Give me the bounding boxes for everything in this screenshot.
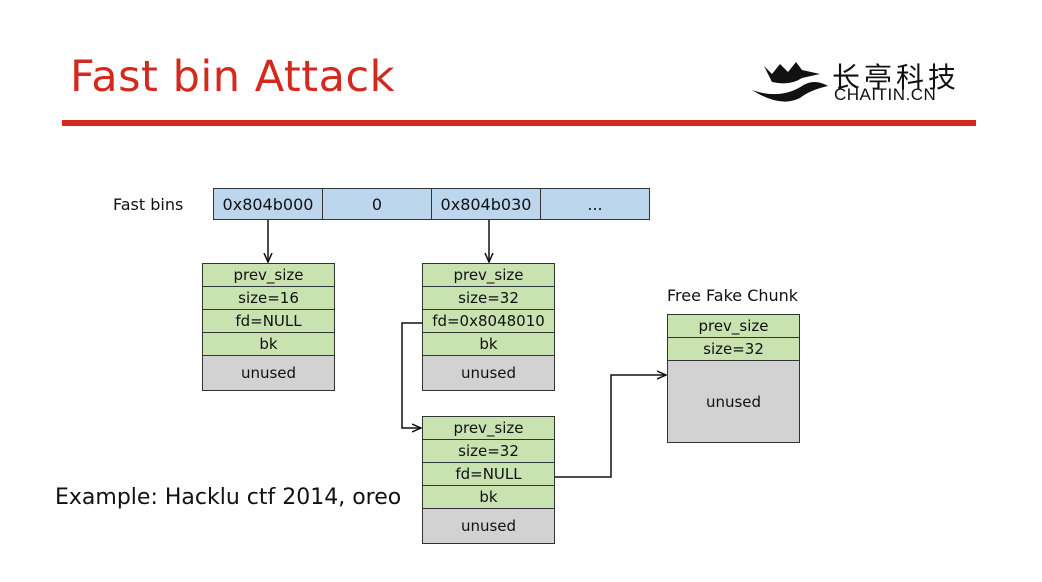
chunk-field: size=32 [667, 337, 800, 361]
logo-chinese-name: 长亭科技 [832, 61, 961, 94]
chunk-field: unused [202, 355, 335, 391]
fast-bins-label: Fast bins [113, 195, 184, 214]
chunk-c: prev_size size=32 fd=NULL bk unused [422, 416, 555, 544]
chunk-a: prev_size size=16 fd=NULL bk unused [202, 263, 335, 391]
fast-bins-array: 0x804b000 0 0x804b030 ... [213, 188, 650, 220]
chunk-field: unused [422, 508, 555, 544]
fast-bin-cell: 0x804b000 [213, 188, 323, 220]
title-underline [62, 120, 976, 126]
fast-bin-cell: 0 [322, 188, 432, 220]
fake-chunk: prev_size size=32 unused [667, 314, 800, 443]
logo-domain: CHAITIN.CN [834, 85, 937, 104]
chunk-field: bk [422, 485, 555, 509]
chunk-field: size=32 [422, 286, 555, 310]
chunk-field: unused [667, 360, 800, 443]
chunk-field: bk [422, 332, 555, 356]
chunk-b: prev_size size=32 fd=0x8048010 bk unused [422, 263, 555, 391]
chaitin-logo: 长亭科技 CHAITIN.CN [750, 56, 965, 106]
chunk-field: fd=0x8048010 [422, 309, 555, 333]
example-caption: Example: Hacklu ctf 2014, oreo [55, 485, 402, 510]
slide-title: Fast bin Attack [70, 52, 396, 102]
arrow-chunk-b-fd-to-chunk-c [401, 322, 422, 428]
fake-chunk-label: Free Fake Chunk [667, 286, 799, 305]
chaitin-boat-logo-icon [752, 62, 828, 102]
chunk-field: fd=NULL [202, 309, 335, 333]
chunk-field: size=16 [202, 286, 335, 310]
fast-bin-cell: 0x804b030 [431, 188, 541, 220]
arrow-chunk-c-fd-to-fake-chunk [555, 375, 666, 478]
chunk-field: prev_size [667, 314, 800, 338]
fast-bin-cell: ... [540, 188, 650, 220]
chunk-field: unused [422, 355, 555, 391]
chunk-field: prev_size [202, 263, 335, 287]
chunk-field: fd=NULL [422, 462, 555, 486]
